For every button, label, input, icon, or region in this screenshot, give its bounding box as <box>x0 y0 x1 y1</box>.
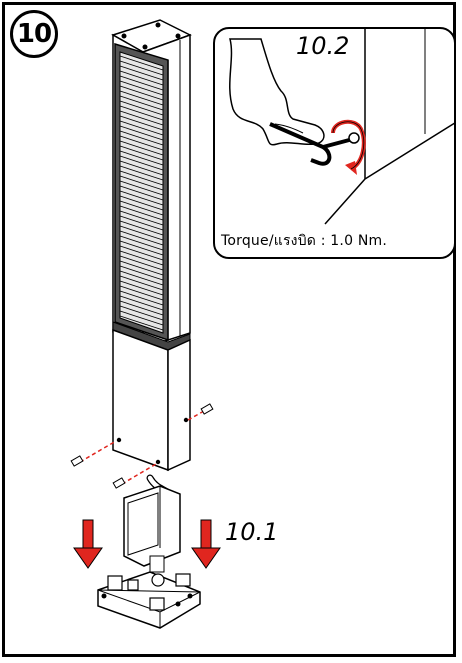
louvre-slat <box>119 265 164 281</box>
louvre-slat <box>119 230 164 246</box>
louvre-slat <box>119 130 164 146</box>
screw-icon <box>70 440 117 467</box>
louvre-slat <box>119 100 164 116</box>
hex-key-icon <box>269 122 360 166</box>
down-arrow-icon <box>73 519 103 569</box>
louvre-slat <box>119 185 164 201</box>
louvre-slat <box>119 225 164 241</box>
louvre-slat <box>119 295 164 311</box>
louvre-slat <box>119 260 164 276</box>
louvre-slat <box>119 165 164 181</box>
louvre-slat <box>119 65 164 81</box>
louvre-slat <box>119 205 164 221</box>
louvre-slat <box>119 170 164 186</box>
louvre-slat <box>119 80 164 96</box>
hex-key-detail-illustration <box>229 29 454 225</box>
louvre-slat <box>119 190 164 206</box>
louvre-slat <box>119 280 164 296</box>
louvre-slat <box>119 210 164 226</box>
rotate-arrow-icon <box>331 119 366 175</box>
louvre-slat <box>119 75 164 91</box>
louvre-slat <box>119 250 164 266</box>
column-lower-section <box>112 328 191 472</box>
louvre-slat <box>119 95 164 111</box>
louvre-slat <box>119 285 164 301</box>
louvre-slat <box>119 275 164 291</box>
louvre-slat <box>119 315 164 331</box>
louvre-slat <box>119 125 164 141</box>
louvre-slat <box>119 55 164 71</box>
louvre-slat <box>119 240 164 256</box>
louvre-slat <box>119 310 164 326</box>
louvre-slat <box>119 90 164 106</box>
sub-step-label: 10.1 <box>225 518 279 546</box>
louvre-slat <box>119 160 164 176</box>
louvre-slat <box>119 270 164 286</box>
louvre-slat <box>119 150 164 166</box>
louvre-slat <box>119 135 164 151</box>
louvre-slat <box>119 255 164 271</box>
louvre-slat <box>119 195 164 211</box>
louvre-slat <box>119 110 164 126</box>
louvre-slat <box>119 235 164 251</box>
screw-icon <box>187 403 214 421</box>
louvre-slat <box>119 300 164 316</box>
louvre-slat <box>119 245 164 261</box>
step-number-badge: 10 <box>10 10 58 58</box>
detail-inset <box>213 27 456 259</box>
torque-spec: Torque/แรงบิด : 1.0 Nm. <box>221 233 387 249</box>
down-arrow-icon <box>191 519 221 569</box>
column-upper-section <box>112 33 191 350</box>
louvre-slat <box>119 140 164 156</box>
louvre-slat <box>119 85 164 101</box>
louvre-slat <box>119 180 164 196</box>
junction-box <box>123 485 181 573</box>
louvre-slat <box>119 120 164 136</box>
hand-icon <box>229 38 325 146</box>
screw-icon <box>112 463 157 489</box>
louvre-slat <box>119 305 164 321</box>
louvre-slat <box>119 145 164 161</box>
louvre-slat <box>119 105 164 121</box>
louvre-slat <box>119 115 164 131</box>
louvre-slat <box>119 155 164 171</box>
louvre-slat <box>119 290 164 306</box>
inset-step-label: 10.2 <box>296 32 350 60</box>
louvre-slat <box>119 60 164 76</box>
base-plate <box>97 571 201 629</box>
louvre-slat <box>119 215 164 231</box>
louvre-slat <box>119 200 164 216</box>
louvre-slat <box>119 175 164 191</box>
louvre-slat <box>119 70 164 86</box>
louvre-slat <box>119 220 164 236</box>
